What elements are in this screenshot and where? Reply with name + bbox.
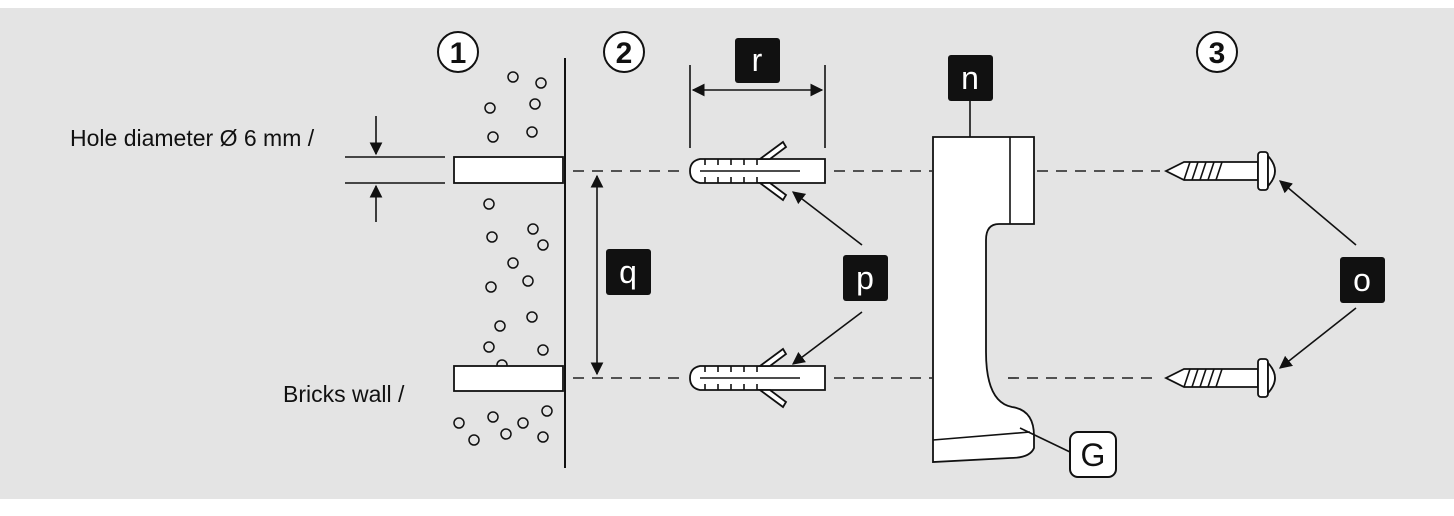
step-3-badge: 3 <box>1196 31 1238 73</box>
callout-r-label: r <box>752 42 763 78</box>
callout-p-label: p <box>856 260 874 296</box>
alignment-lines <box>573 170 1160 379</box>
callout-p: p <box>791 191 888 365</box>
drill-hole-top <box>453 156 564 184</box>
callout-g-label: G <box>1081 437 1106 473</box>
wall-texture <box>453 71 553 446</box>
brick-wall <box>453 58 566 468</box>
dimension-q: q <box>590 174 651 376</box>
callout-o: o <box>1278 180 1385 369</box>
step-1-badge: 1 <box>437 31 479 73</box>
step-2-badge: 2 <box>603 31 645 73</box>
bricks-wall-label: Bricks wall / <box>283 381 405 407</box>
callout-o-label: o <box>1353 262 1371 298</box>
holder-bracket <box>932 136 1035 463</box>
hole-diameter-label: Hole diameter Ø 6 mm / <box>70 125 315 151</box>
drill-hole-bottom <box>453 365 564 392</box>
wall-plug-bottom <box>689 347 826 409</box>
callout-q-label: q <box>619 254 637 290</box>
step-3-number: 3 <box>1209 37 1226 70</box>
callout-g: G <box>1019 427 1117 478</box>
wall-plug-top <box>689 140 826 202</box>
callout-n: n <box>948 55 993 137</box>
dimension-r: r <box>689 38 826 148</box>
hole-diameter-indicator <box>345 116 445 222</box>
step-1-number: 1 <box>450 37 467 70</box>
step-2-number: 2 <box>616 37 633 70</box>
callout-n-label: n <box>961 60 979 96</box>
screw-top <box>1163 151 1276 191</box>
screw-bottom <box>1163 358 1276 398</box>
